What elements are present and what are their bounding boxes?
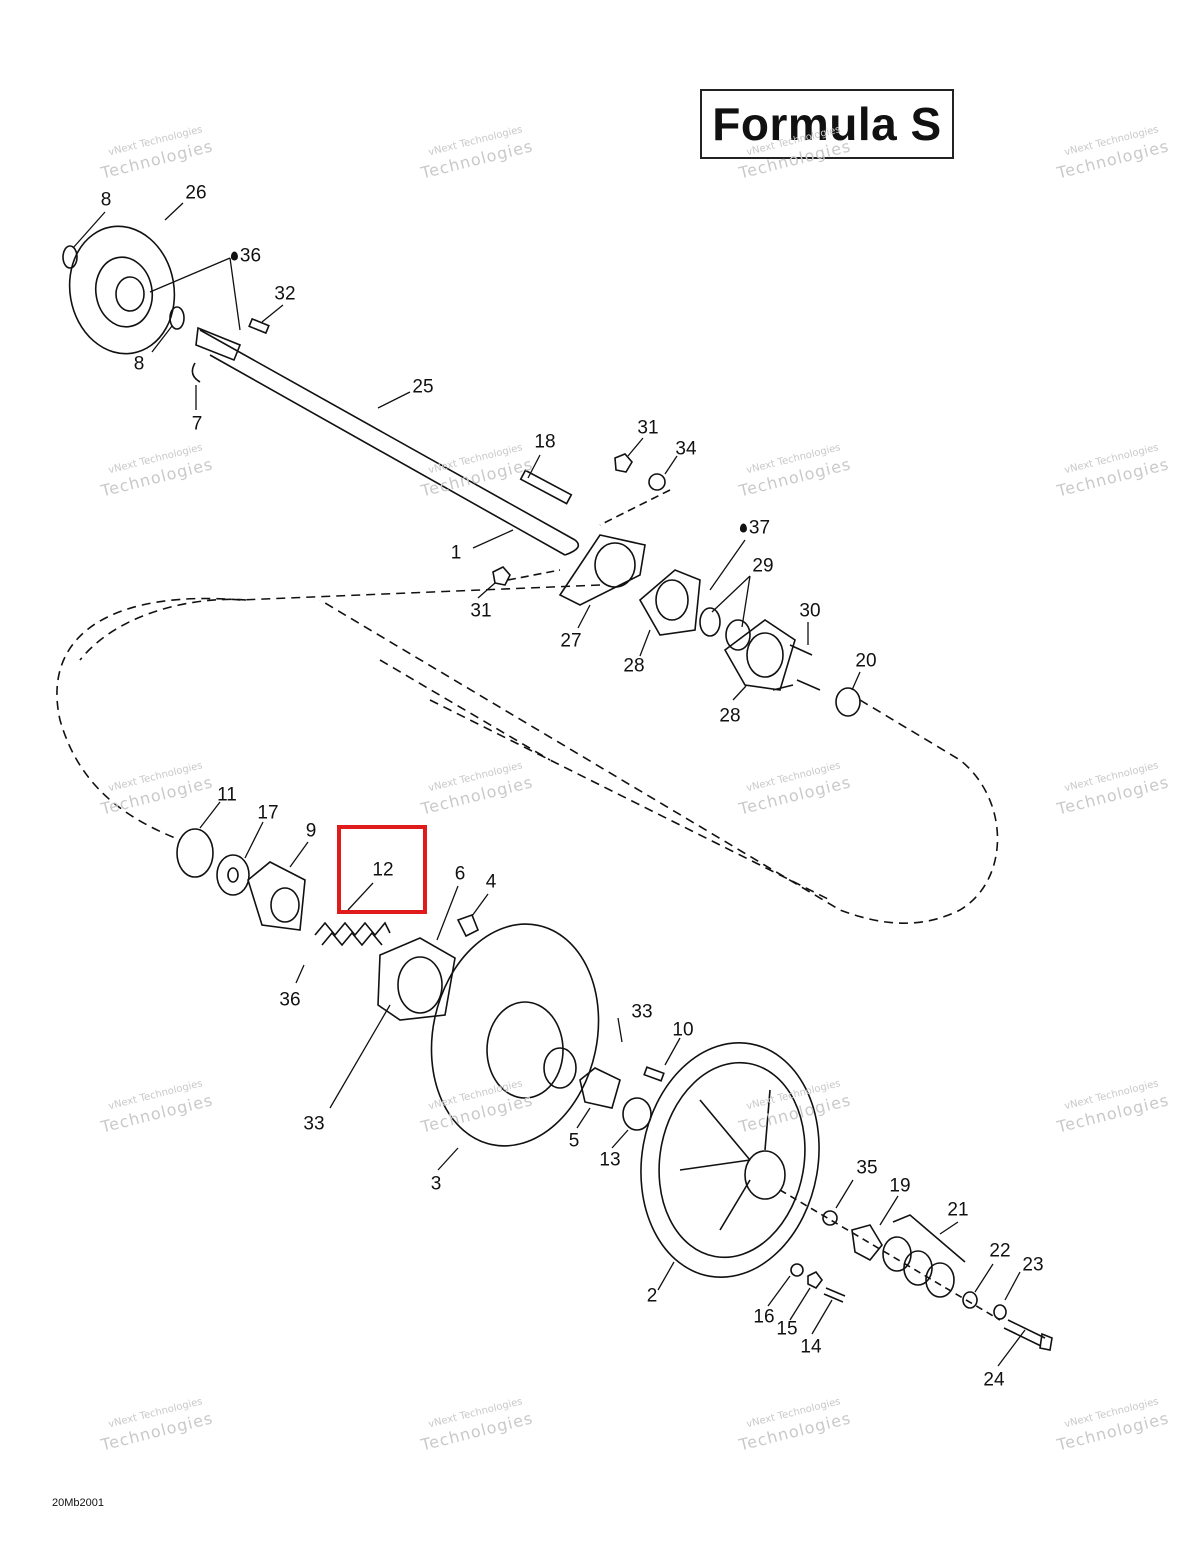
spring-12 <box>314 921 391 937</box>
callout-36-bottom: 36 <box>279 989 301 1011</box>
bushing-20 <box>835 687 861 717</box>
callout-15: 15 <box>776 1318 798 1340</box>
nut-31a <box>614 453 633 473</box>
nut-15 <box>807 1270 823 1290</box>
callout-16: 16 <box>753 1306 775 1328</box>
key-32 <box>248 317 270 335</box>
callout-8-bottom: 8 <box>133 353 145 375</box>
washer-35 <box>822 1210 838 1226</box>
sliding-sheave-3 <box>430 923 600 1147</box>
washer-23 <box>993 1304 1007 1320</box>
bearing-housing-28b <box>723 619 796 691</box>
callout-35: 35 <box>856 1157 878 1179</box>
leader-lines <box>72 202 1026 1367</box>
washer-34 <box>648 473 666 491</box>
bearing-housing-27 <box>558 534 646 606</box>
fixed-sheave-2 <box>640 1041 820 1279</box>
ring-21c <box>925 1262 955 1298</box>
spacer-19 <box>851 1224 883 1262</box>
key-10 <box>643 1066 665 1082</box>
callout-13: 13 <box>599 1149 621 1171</box>
callout-33-right: 33 <box>631 1001 653 1023</box>
callout-23: 23 <box>1022 1254 1044 1276</box>
shaft-25 <box>199 329 580 556</box>
callout-33-left: 33 <box>303 1113 325 1135</box>
circlip-11 <box>176 828 214 878</box>
callout-25: 25 <box>412 376 434 398</box>
callout-36-top: 36 <box>231 247 261 266</box>
screw-14 <box>823 1287 846 1303</box>
drawing-code: 20Mb2001 <box>52 1497 104 1509</box>
callout-32: 32 <box>274 283 296 305</box>
callout-34: 34 <box>675 438 697 460</box>
callout-11: 11 <box>217 784 237 806</box>
callout-10: 10 <box>672 1019 694 1041</box>
callout-18: 18 <box>534 431 556 453</box>
ring-21b <box>903 1250 933 1286</box>
callout-28-right: 28 <box>719 705 741 727</box>
callout-22: 22 <box>989 1240 1011 1262</box>
key-18 <box>519 469 573 505</box>
callout-28-left: 28 <box>623 655 645 677</box>
washer-17 <box>216 854 250 896</box>
callout-12-highlight <box>337 825 427 914</box>
callout-7: 7 <box>191 413 203 435</box>
callout-21: 21 <box>947 1199 969 1221</box>
callout-5: 5 <box>568 1130 580 1152</box>
bearing-housing-28a <box>638 569 701 636</box>
bearing-29a <box>699 607 721 637</box>
drive-belt-outline <box>56 584 999 924</box>
sheave-26 <box>68 225 176 355</box>
callout-17: 17 <box>257 802 279 824</box>
model-title: Formula S <box>700 89 954 159</box>
callout-8-top: 8 <box>100 189 112 211</box>
washer-22 <box>962 1291 978 1309</box>
callout-20: 20 <box>855 650 877 672</box>
washer-13 <box>622 1097 652 1131</box>
ring-6 <box>377 937 456 1021</box>
callout-2: 2 <box>646 1285 658 1307</box>
callout-1: 1 <box>450 542 462 564</box>
bushing-5 <box>579 1067 621 1109</box>
callout-29: 29 <box>752 555 774 577</box>
callout-31-bottom: 31 <box>470 600 492 622</box>
callout-27: 27 <box>560 630 582 652</box>
washer-16 <box>790 1263 804 1277</box>
cam-9 <box>247 861 306 931</box>
callout-9: 9 <box>305 820 317 842</box>
callout-19: 19 <box>889 1175 911 1197</box>
callout-6: 6 <box>454 863 466 885</box>
bearing-29b <box>725 619 751 651</box>
callout-31-top: 31 <box>637 417 659 439</box>
callout-37: 37 <box>740 519 770 538</box>
slider-4 <box>456 913 480 938</box>
nut-31b <box>492 566 511 586</box>
callout-14: 14 <box>800 1336 822 1358</box>
callout-12: 12 <box>372 859 394 881</box>
callout-4: 4 <box>485 871 497 893</box>
callout-24: 24 <box>983 1369 1005 1391</box>
callout-26: 26 <box>185 182 207 204</box>
callout-30: 30 <box>799 600 821 622</box>
bolt-24 <box>1003 1319 1046 1347</box>
callout-3: 3 <box>430 1173 442 1195</box>
